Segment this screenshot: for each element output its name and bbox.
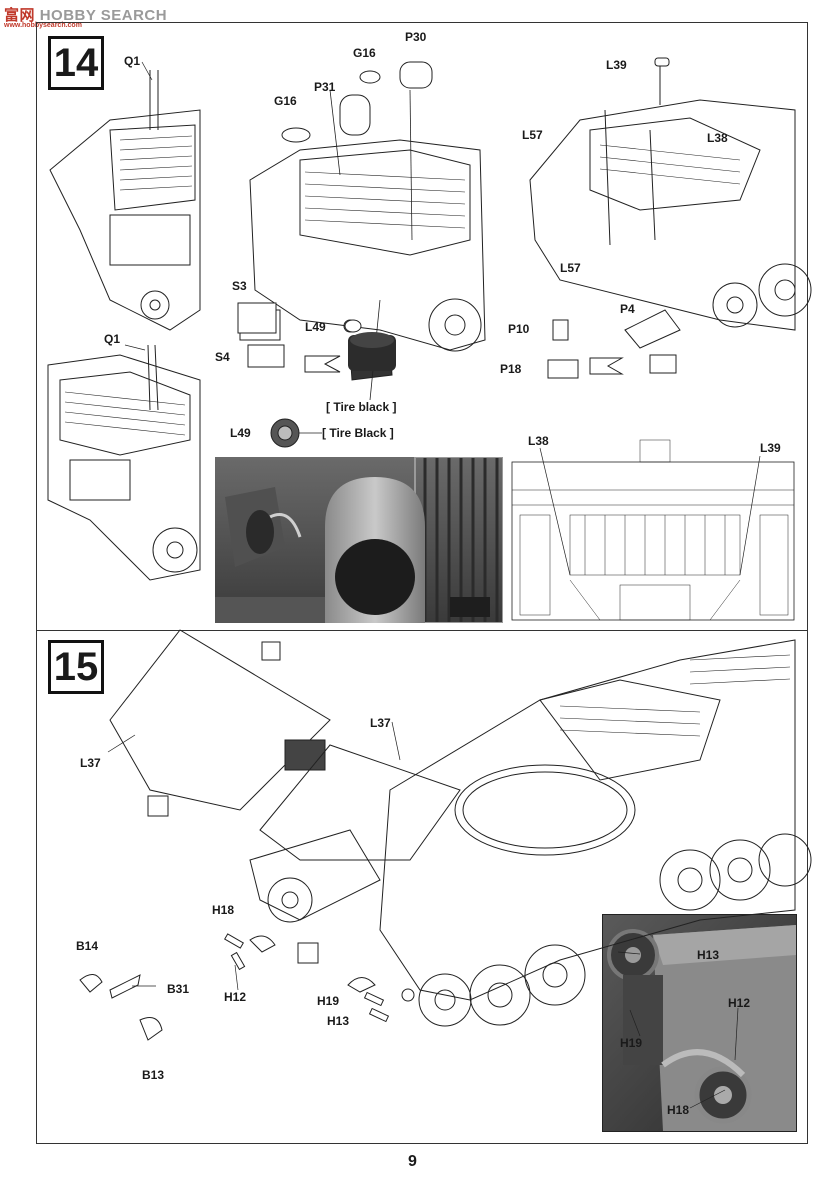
callout-s3: S3	[232, 279, 247, 293]
step-14-number: 14	[48, 36, 104, 90]
callout-l37: L37	[370, 716, 391, 730]
page-number: 9	[408, 1153, 417, 1170]
callout-l37: L37	[80, 756, 101, 770]
callout-b31: B31	[167, 982, 190, 996]
callout-p31: P31	[314, 80, 336, 94]
callout-g16: G16	[274, 94, 297, 108]
callout-p10: P10	[508, 322, 530, 336]
photo-callout-h12: H12	[728, 996, 751, 1010]
page-frame	[36, 22, 808, 1144]
step-divider	[36, 630, 808, 631]
callout-l57: L57	[560, 261, 581, 275]
photo-callout-h13: H13	[697, 948, 720, 962]
watermark-cn: 富网	[4, 6, 36, 24]
callout-s4: S4	[215, 350, 230, 364]
callout-p18: P18	[500, 362, 522, 376]
photo-callout-h19: H19	[620, 1036, 643, 1050]
callout-l39: L39	[606, 58, 627, 72]
callout-l57: L57	[522, 128, 543, 142]
callout-q1: Q1	[104, 332, 121, 346]
watermark-logo: 富网 HOBBY SEARCH	[4, 4, 167, 25]
reference-photo-step15	[602, 914, 797, 1132]
reference-photo-step14	[215, 457, 503, 623]
watermark-en: HOBBY SEARCH	[39, 7, 168, 24]
callout-l49: L49	[230, 426, 251, 440]
step-15-number: 15	[48, 640, 104, 694]
callout-h19: H19	[317, 994, 340, 1008]
callout-b13: B13	[142, 1068, 165, 1082]
photo-callout-h18: H18	[667, 1103, 690, 1117]
paint-note-tire-black: [ Tire black ]	[326, 400, 397, 414]
callout-l38: L38	[707, 131, 728, 145]
callout-l38: L38	[528, 434, 549, 448]
callout-p30: P30	[405, 30, 427, 44]
callout-l39: L39	[760, 441, 781, 455]
callout-g16: G16	[353, 46, 376, 60]
callout-p4: P4	[620, 302, 635, 316]
watermark-url: www.hobbysearch.com	[4, 22, 82, 29]
paint-note-tire-black: [ Tire Black ]	[322, 426, 394, 440]
callout-h18: H18	[212, 903, 235, 917]
callout-h12: H12	[224, 990, 247, 1004]
callout-q1: Q1	[124, 54, 141, 68]
callout-b14: B14	[76, 939, 99, 953]
callout-l49: L49	[305, 320, 326, 334]
callout-h13: H13	[327, 1014, 350, 1028]
